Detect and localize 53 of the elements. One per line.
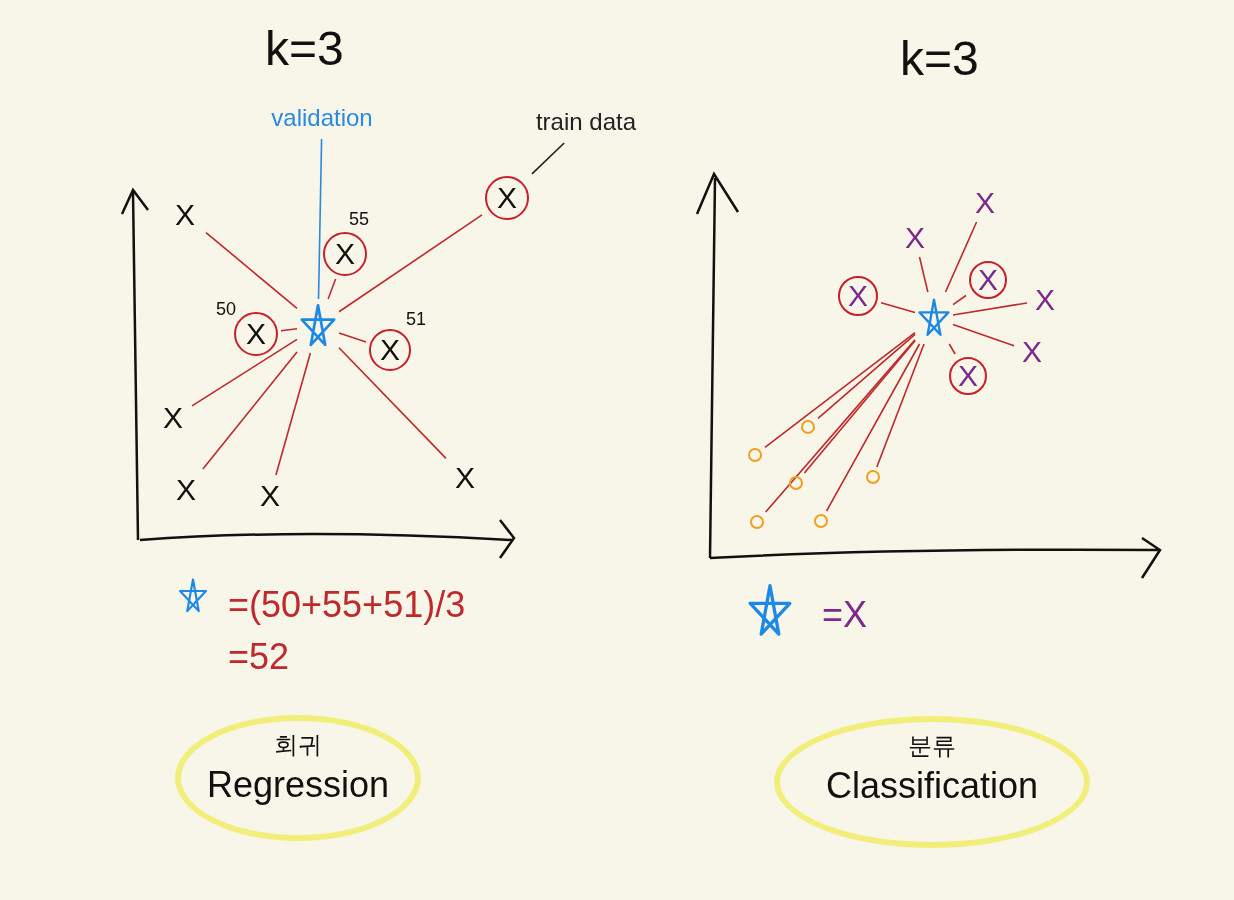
distance-line bbox=[817, 333, 916, 420]
distance-line bbox=[918, 256, 929, 293]
data-point: X bbox=[1017, 336, 1047, 368]
distance-line bbox=[825, 343, 921, 512]
data-point: X bbox=[254, 478, 286, 514]
highlight-ellipse bbox=[175, 715, 421, 841]
data-point: X bbox=[170, 472, 202, 508]
callout-text: validation bbox=[247, 100, 397, 136]
korean-term: 분류 bbox=[908, 731, 956, 761]
highlight-ellipse bbox=[774, 716, 1090, 848]
value-label: 51 bbox=[406, 310, 427, 328]
distance-line bbox=[876, 343, 925, 468]
distance-line bbox=[202, 351, 298, 470]
distance-line bbox=[338, 214, 483, 313]
distance-line bbox=[764, 339, 916, 513]
callout-text: train data bbox=[516, 104, 656, 140]
circled-data-point: X bbox=[969, 261, 1007, 299]
leader-line bbox=[531, 142, 565, 175]
distance-line bbox=[952, 294, 967, 306]
formula-text: =(50+55+51)/3 bbox=[228, 585, 466, 625]
data-point: X bbox=[1030, 284, 1060, 316]
distance-line bbox=[338, 346, 447, 460]
value-label: 55 bbox=[349, 210, 370, 228]
formula-text: =52 bbox=[228, 637, 290, 677]
english-term: Regression bbox=[206, 765, 390, 805]
distance-line bbox=[952, 302, 1028, 316]
distance-line bbox=[948, 343, 956, 355]
circled-data-point: X bbox=[949, 357, 987, 395]
k-value-heading: k=3 bbox=[265, 25, 344, 73]
distance-line bbox=[944, 221, 978, 293]
data-point: X bbox=[157, 400, 189, 436]
distance-line bbox=[803, 339, 916, 474]
distance-line bbox=[205, 231, 298, 310]
distance-line bbox=[764, 331, 916, 449]
distance-line bbox=[952, 323, 1015, 347]
distance-line bbox=[338, 332, 367, 343]
data-point: X bbox=[449, 460, 481, 496]
circled-data-point: X bbox=[485, 176, 529, 220]
distance-line bbox=[191, 338, 298, 407]
distance-line bbox=[327, 278, 337, 300]
value-label: 50 bbox=[216, 300, 237, 318]
leader-line bbox=[317, 138, 323, 300]
data-point: X bbox=[167, 195, 203, 235]
data-point: X bbox=[900, 222, 930, 254]
circled-data-point: X bbox=[838, 276, 878, 316]
k-value-heading: k=3 bbox=[900, 35, 979, 83]
distance-line bbox=[275, 352, 312, 476]
korean-term: 회귀 bbox=[274, 730, 322, 760]
data-point: X bbox=[970, 187, 1000, 219]
formula-text: =X bbox=[822, 595, 868, 635]
distance-line bbox=[280, 327, 298, 332]
distance-line bbox=[880, 301, 916, 314]
english-term: Classification bbox=[825, 766, 1039, 806]
